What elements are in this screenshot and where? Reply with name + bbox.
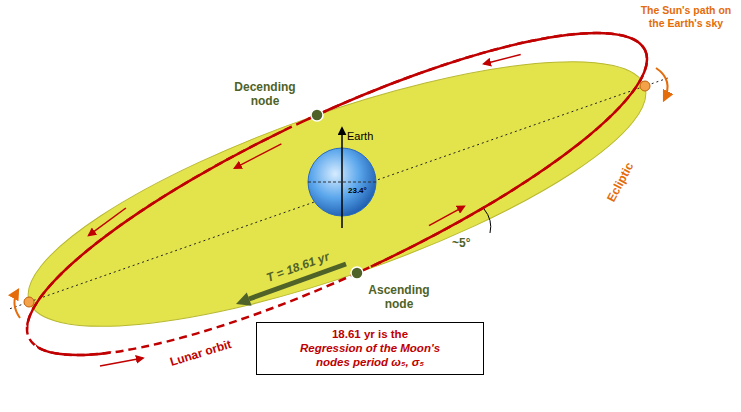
orbit-direction-arrow [429, 206, 464, 225]
regression-arrow-head [236, 293, 252, 306]
node-label: Ascending node [363, 283, 435, 311]
node-label: Decending node [229, 80, 301, 108]
node-dot [311, 109, 323, 121]
orbit-direction-arrow [484, 54, 521, 64]
note-heading: 18.61 yr is the [263, 328, 477, 342]
sun-path-label: The Sun's path on the Earth's sky [634, 4, 738, 30]
sun-motion-arrow [656, 68, 668, 100]
ecliptic-axis [10, 77, 670, 308]
angle-label: ~5° [452, 236, 470, 250]
earth-label: Earth [347, 130, 373, 143]
period-label: T = 18.61 yr [265, 249, 332, 285]
angle-arc [484, 209, 491, 233]
node-dot [351, 267, 363, 279]
earth-node: Earth 23.4° [300, 122, 384, 230]
note-box: 18.61 yr is theRegression of the Moon's … [256, 322, 484, 375]
sun-motion-arrow [14, 290, 20, 318]
tilt-label: 23.4° [348, 186, 367, 196]
orbit-label: Lunar orbit [168, 337, 233, 369]
earth-axis [341, 128, 343, 228]
orbit-direction-arrow [100, 358, 143, 366]
sun-point [640, 81, 650, 91]
ecliptic-label: Ecliptic [603, 160, 636, 204]
orbit-direction-arrow [89, 208, 126, 235]
note-body: Regression of the Moon's nodes period ω₅… [285, 342, 455, 370]
lunar-orbit [0, 0, 679, 410]
lunar-orbit-hidden [0, 0, 679, 410]
orbit-direction-arrow [235, 144, 282, 168]
ecliptic-plane [2, 10, 671, 379]
sun-point [24, 297, 34, 307]
